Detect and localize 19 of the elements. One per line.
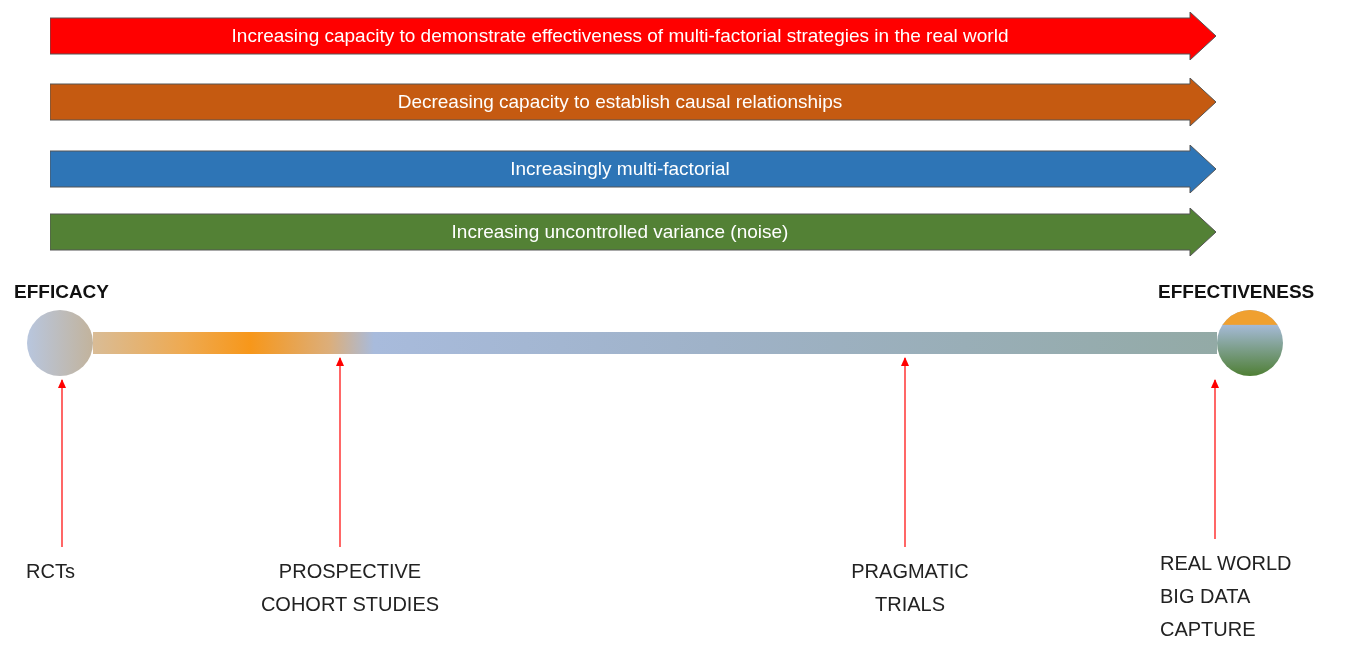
arrow	[58, 379, 66, 548]
trend-banner	[50, 145, 1216, 193]
arrow	[1211, 379, 1219, 540]
arrow	[901, 357, 909, 548]
end-label: EFFICACY	[14, 280, 109, 304]
trend-banner	[50, 12, 1216, 60]
study-type-label: RCTs	[26, 559, 76, 584]
trend-banner	[50, 78, 1216, 126]
study-type-label: PRAGMATIC TRIALS	[850, 559, 970, 617]
study-type-label: REAL WORLD BIG DATA CAPTURE	[1160, 551, 1293, 642]
study-type-label: PROSPECTIVE COHORT STUDIES	[259, 559, 441, 617]
banner-text: Decreasing capacity to establish causal relationships	[397, 91, 843, 113]
arrow	[336, 357, 344, 548]
trend-banner	[50, 208, 1216, 256]
gradient-bar	[93, 332, 1217, 354]
banner-text: Increasing uncontrolled variance (noise)	[451, 221, 789, 243]
end-label: EFFECTIVENESS	[1158, 280, 1315, 304]
banner-text: Increasingly multi-factorial	[510, 158, 730, 180]
banner-text: Increasing capacity to demonstrate effectiveness of multi-factorial strategies in the real world	[231, 25, 1009, 47]
